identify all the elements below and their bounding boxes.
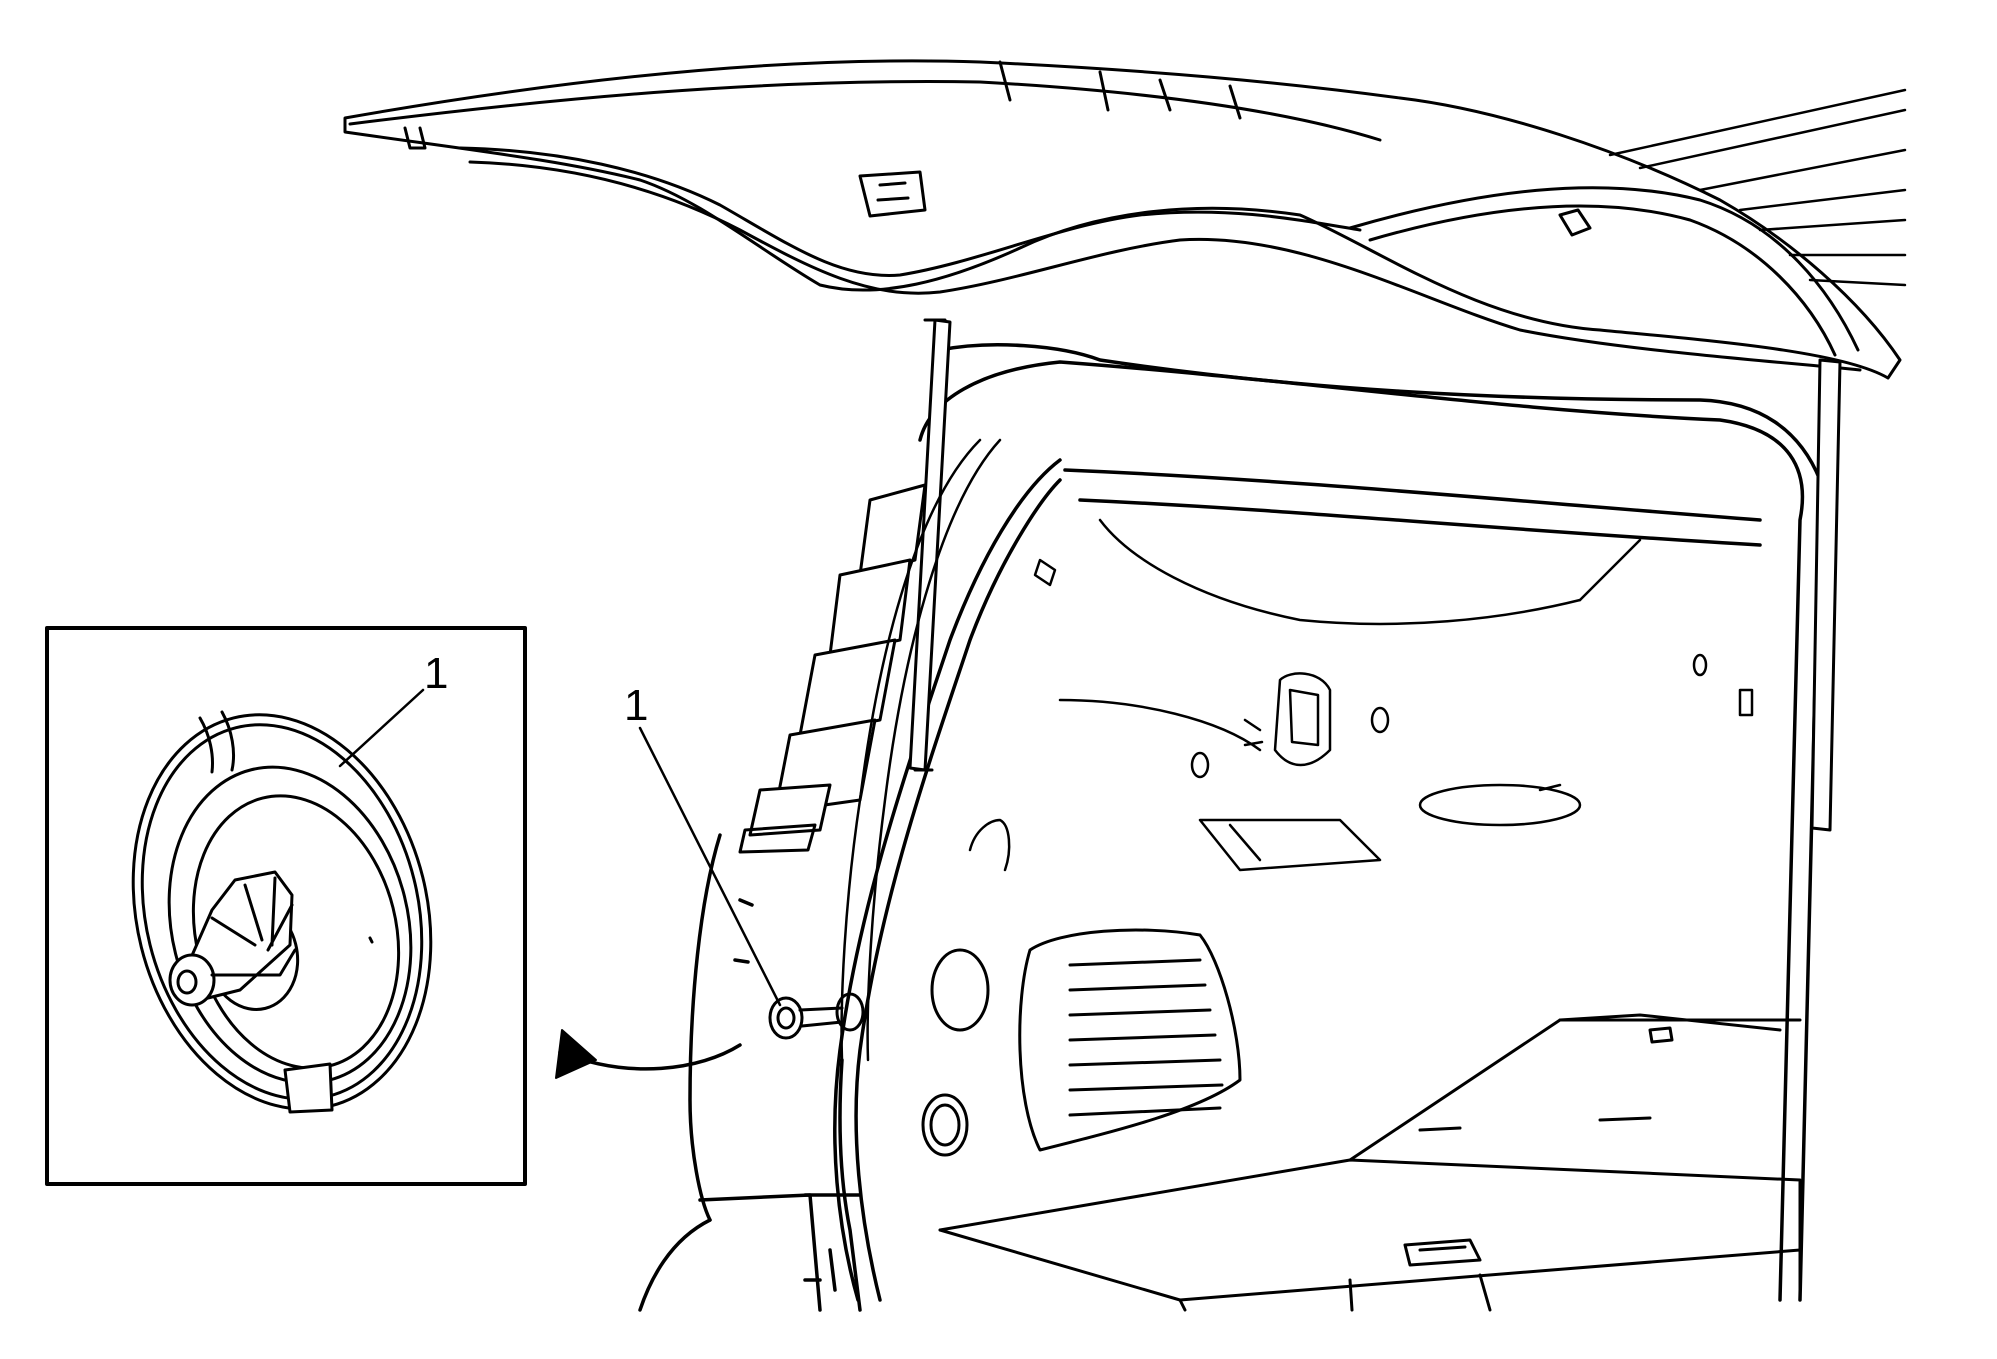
inset-detail-box [45, 626, 527, 1186]
callout-label-vehicle: 1 [624, 681, 649, 730]
liftgate-opening-frame [833, 343, 1822, 1302]
plug-detail [131, 710, 433, 1114]
pointer-arrow [555, 1029, 742, 1079]
weatherstrip [840, 438, 1002, 1062]
roof-rails [1608, 88, 1907, 287]
cargo-floor [938, 1013, 1802, 1312]
leader-line-vehicle [638, 726, 782, 1007]
plug-on-vehicle [768, 992, 865, 1040]
liftgate-panel [343, 59, 1902, 380]
leader-line-inset [338, 688, 425, 768]
side-trim-panel [921, 928, 1242, 1157]
gas-struts [908, 318, 1842, 832]
cargo-interior [968, 518, 1754, 872]
callout-label-inset: 1 [424, 649, 449, 698]
rear-quarter-panel [638, 833, 862, 1312]
